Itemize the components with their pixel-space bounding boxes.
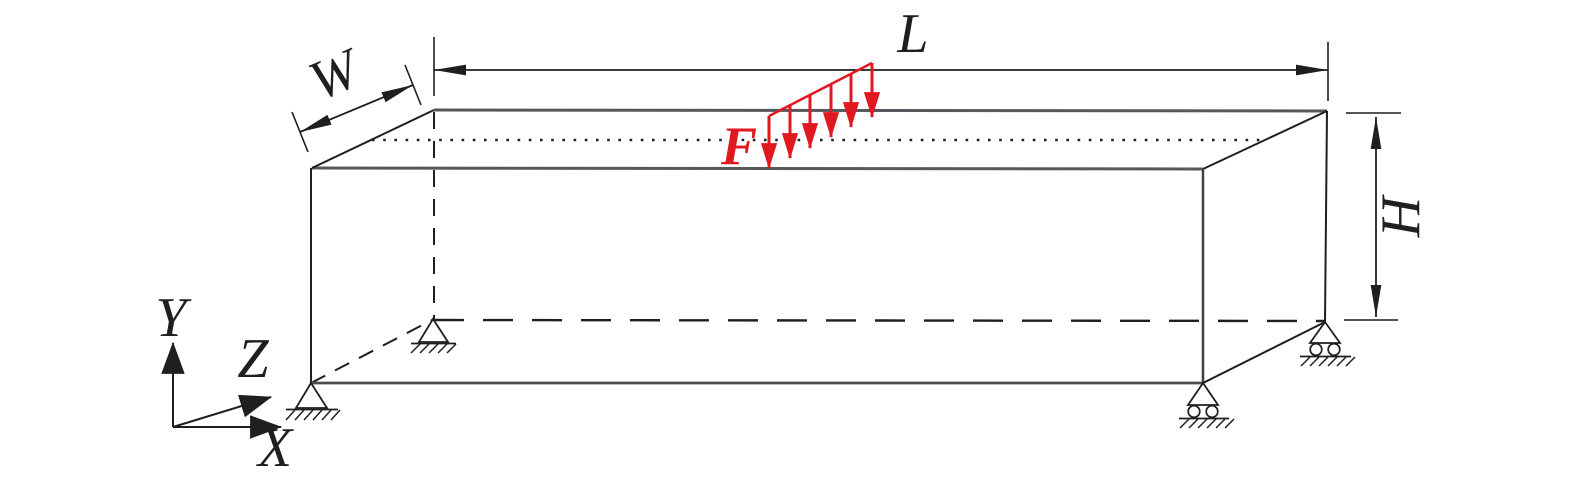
- edge-top-front: [311, 166, 1204, 171]
- dimension-width-arrow: [299, 84, 414, 133]
- roller-wheel-icon: [1205, 404, 1219, 419]
- force-label: F: [720, 116, 757, 176]
- support-ground-hatching: [285, 409, 341, 421]
- pinned-support-front-left: [285, 381, 341, 421]
- dimension-height: [1344, 112, 1401, 321]
- height-label: H: [1370, 194, 1432, 238]
- support-ground-hatching: [1179, 418, 1235, 429]
- edge-bottom-right-end: [1202, 321, 1326, 384]
- beam-hidden-edges: [310, 112, 1326, 384]
- beam-visible-edges: [310, 108, 1328, 385]
- length-label: L: [896, 3, 928, 65]
- axis-x-label: X: [256, 417, 295, 479]
- dimension-width: [291, 64, 422, 153]
- roller-support-front-right: [1179, 381, 1235, 429]
- roller-wheel-icon: [1327, 342, 1341, 357]
- hidden-edge-bottom-left-end: [310, 318, 435, 384]
- edge-top-right-end: [1202, 110, 1328, 170]
- hidden-edge-bottom-back: [433, 318, 1326, 323]
- force-group: [760, 61, 881, 170]
- axis-z-arrow: [172, 394, 273, 428]
- roller-support-icon: [1186, 381, 1220, 406]
- support-ground-hatching: [410, 343, 457, 354]
- force-connecting-line: [768, 61, 873, 118]
- axis-z-label: Z: [237, 328, 269, 390]
- pinned-support-icon: [294, 381, 329, 409]
- edge-back-right-vertical: [1324, 110, 1328, 323]
- pinned-support-back-left: [410, 317, 457, 354]
- roller-support-icon: [1308, 320, 1342, 344]
- coordinate-axes: [161, 341, 283, 439]
- dimension-length: [433, 37, 1329, 101]
- roller-wheel-icon: [1309, 342, 1323, 357]
- axis-y-label: Y: [155, 287, 192, 349]
- roller-wheel-icon: [1187, 404, 1201, 419]
- edge-top-back: [433, 108, 1328, 113]
- width-label: W: [300, 36, 371, 113]
- support-ground-hatching: [1300, 356, 1356, 367]
- roller-support-back-right: [1300, 320, 1356, 367]
- pinned-support-icon: [417, 317, 450, 343]
